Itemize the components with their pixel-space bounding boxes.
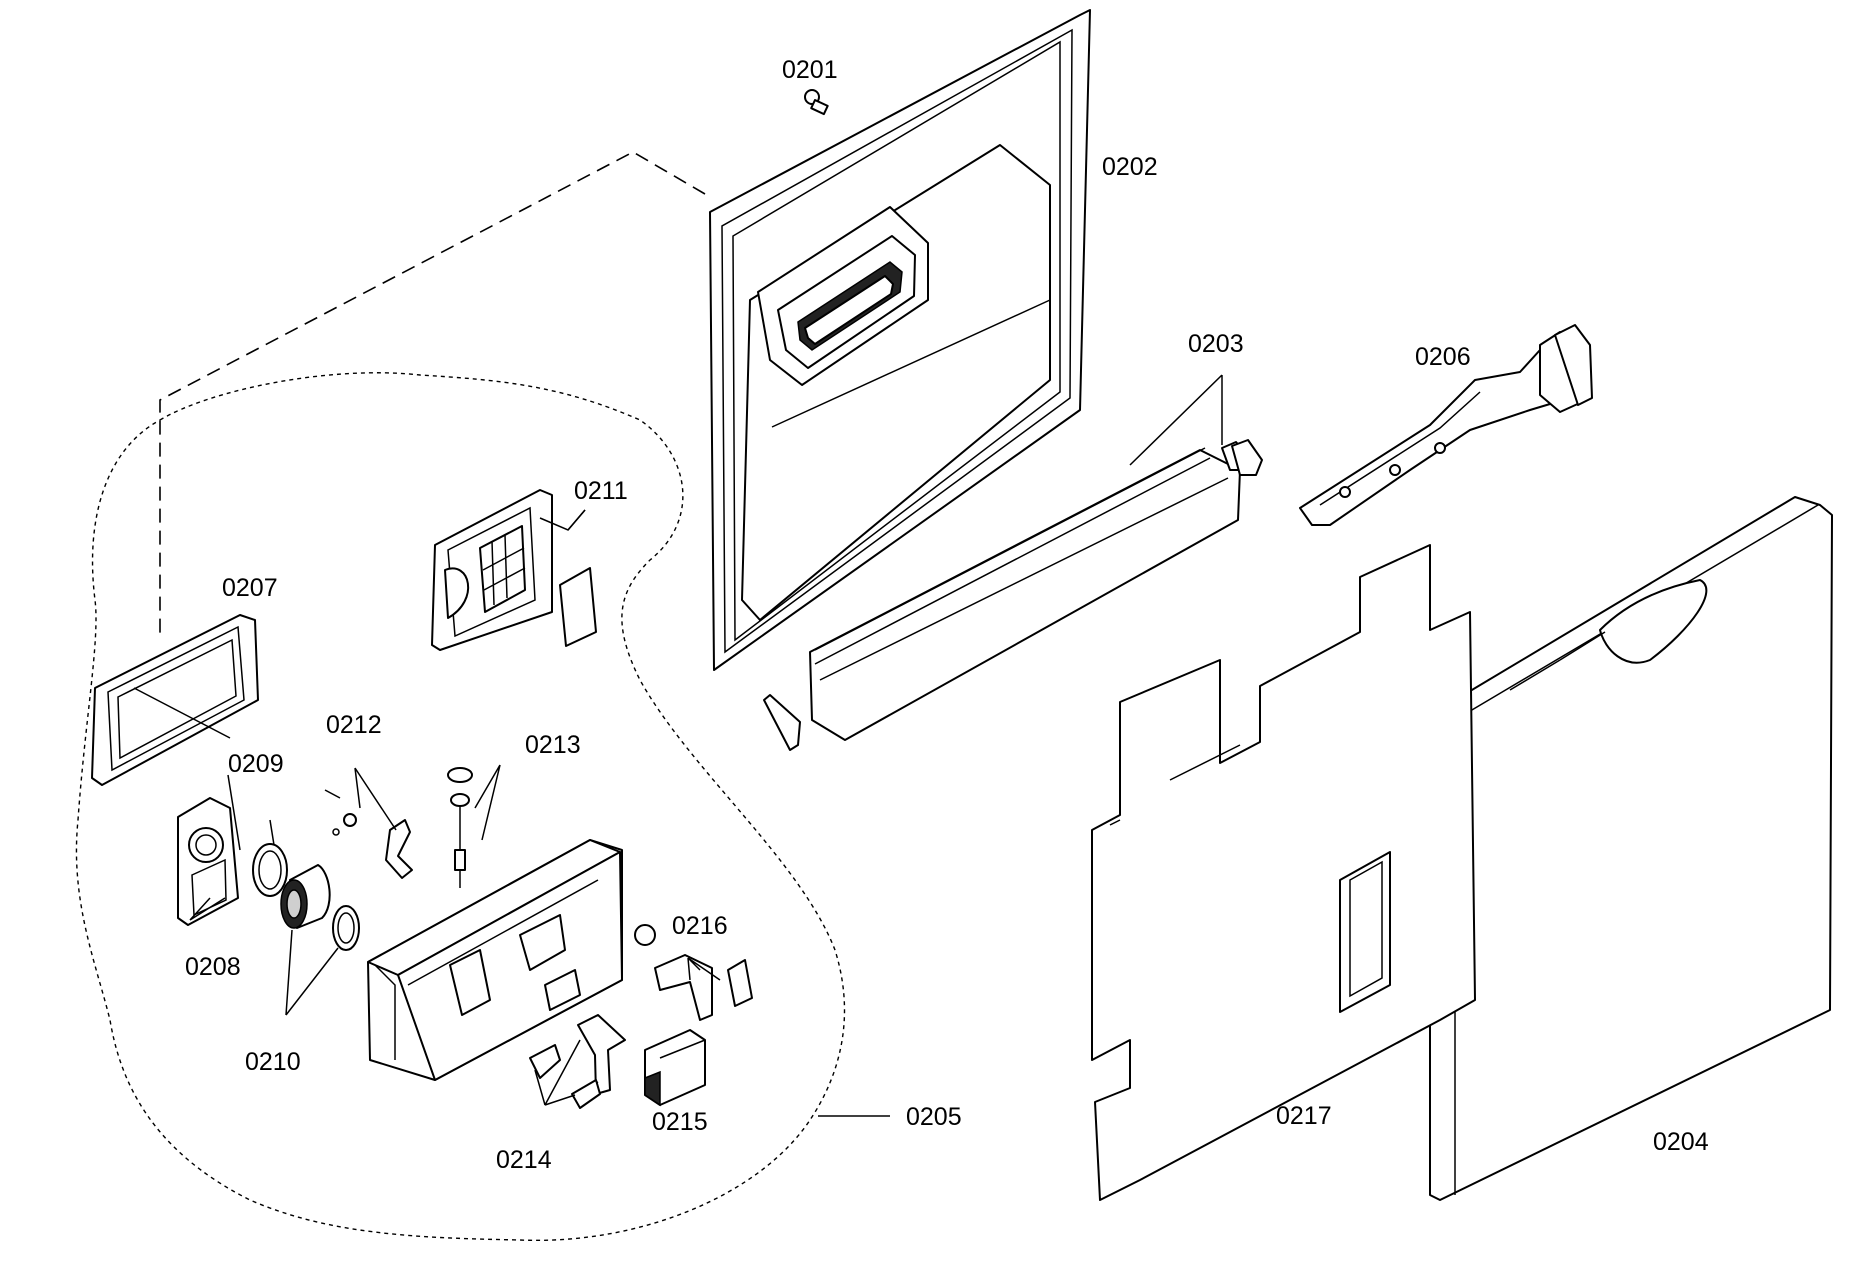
part-0203-trim-strip: [763, 439, 1263, 751]
part-0204-outer-panel: [1429, 496, 1833, 1201]
part-0211-grate: [431, 489, 597, 651]
callout-0215: 0215: [652, 1108, 708, 1136]
callout-0201: 0201: [782, 56, 838, 84]
callout-0209: 0209: [228, 750, 284, 778]
callout-0214: 0214: [496, 1146, 552, 1174]
assembly-guide-line: [159, 151, 706, 640]
part-0215-switch: [644, 1029, 706, 1107]
callout-0202: 0202: [1102, 153, 1158, 181]
callout-0208: 0208: [185, 953, 241, 981]
callout-0211: 0211: [574, 477, 628, 505]
callout-0206: 0206: [1415, 343, 1471, 371]
part-0207-gasket-frame: [91, 614, 259, 786]
callout-0210: 0210: [245, 1048, 301, 1076]
part-0216-components: [634, 924, 753, 1021]
callout-0207: 0207: [222, 574, 278, 602]
callout-0205: 0205: [906, 1103, 962, 1131]
part-0212-spring-lever: [332, 813, 413, 879]
part-0213-rod: [447, 767, 473, 888]
part-0214-components: [529, 1014, 626, 1109]
part-0210-cylinder-seal: [280, 864, 360, 951]
assembly-0205-outline: [75, 372, 846, 1242]
callout-0204: 0204: [1653, 1128, 1709, 1156]
part-0209-ring: [252, 843, 288, 897]
callout-0216: 0216: [672, 912, 728, 940]
callout-0203: 0203: [1188, 330, 1244, 358]
part-0217-insulation-panel: [1091, 544, 1476, 1201]
part-0208-cover-plate: [177, 797, 239, 926]
part-0201-screw: [804, 89, 829, 116]
part-0206-linkage: [1299, 324, 1593, 526]
callout-0212: 0212: [326, 711, 382, 739]
callout-0217: 0217: [1276, 1102, 1332, 1130]
part-0202-inner-door: [709, 9, 1091, 671]
callout-labels: 0201 0202 0203 0206 0211 0207 0212 0213 …: [185, 56, 1709, 1174]
callout-0213: 0213: [525, 731, 581, 759]
part-0205-dispenser-housing: [367, 839, 623, 1081]
leader-lines: [133, 374, 1223, 1117]
